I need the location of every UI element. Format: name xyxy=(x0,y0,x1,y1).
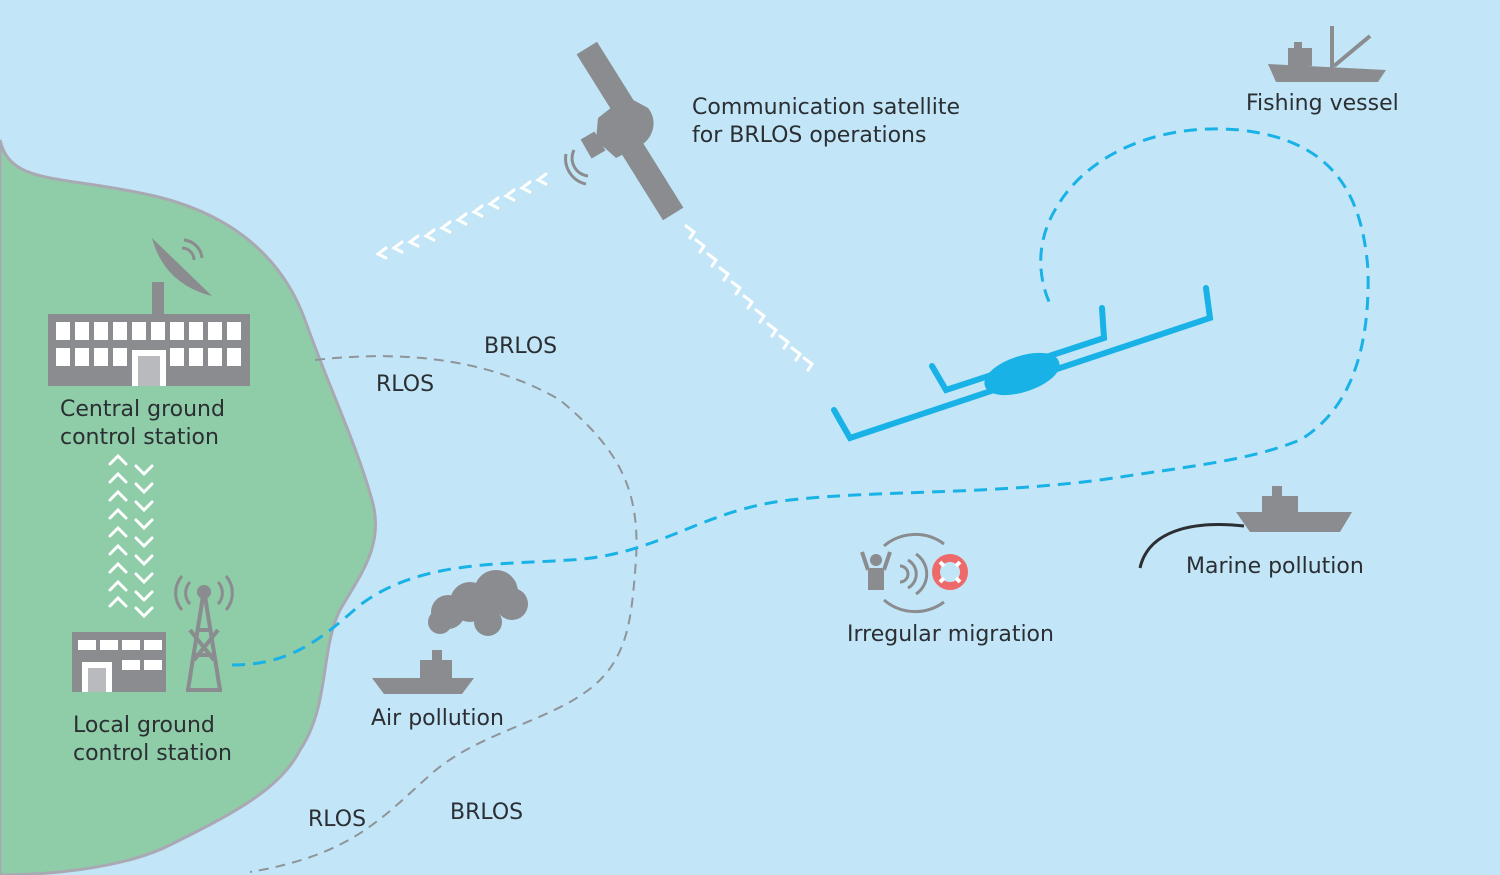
central-building-icon xyxy=(48,314,250,386)
drone-icon xyxy=(831,285,1214,442)
local-station-label-line1: Local ground xyxy=(73,713,215,738)
satellite-label-line1: Communication satellite xyxy=(692,95,960,120)
satellite-uplink-chevrons xyxy=(684,224,815,372)
ship-marine-pollution-icon xyxy=(1236,486,1352,532)
lifebuoy-icon xyxy=(932,554,968,590)
central-station-label-line1: Central ground xyxy=(60,397,225,422)
irregular-migration-label: Irregular migration xyxy=(847,622,1054,647)
rlos-label-bottom: RLOS xyxy=(308,807,366,832)
ship-air-pollution-icon xyxy=(372,650,474,694)
signal-waves-icon xyxy=(883,532,945,614)
satellite-icon xyxy=(564,41,684,221)
central-station-label-line2: control station xyxy=(60,425,219,450)
air-pollution-label: Air pollution xyxy=(371,706,504,731)
local-station-label-line2: control station xyxy=(73,741,232,766)
satellite-dish-icon xyxy=(152,238,212,316)
rlos-brlos-boundary xyxy=(249,355,638,873)
drone-flight-path xyxy=(231,127,1370,667)
brlos-label-bottom: BRLOS xyxy=(450,800,523,825)
person-waving-icon xyxy=(860,551,892,590)
station-downlink-chevrons xyxy=(134,464,154,619)
radio-tower-icon xyxy=(174,575,234,692)
cloud-icon xyxy=(428,570,528,636)
fishing-vessel-label: Fishing vessel xyxy=(1246,91,1399,116)
rlos-label-top: RLOS xyxy=(376,372,434,397)
brlos-label-top: BRLOS xyxy=(484,334,557,359)
local-building-icon xyxy=(72,632,166,692)
satellite-label-line2: for BRLOS operations xyxy=(692,123,926,148)
oil-slick-trail xyxy=(1138,523,1245,569)
marine-pollution-label: Marine pollution xyxy=(1186,554,1364,579)
station-uplink-chevrons xyxy=(108,453,128,608)
fishing-boat-icon xyxy=(1268,26,1386,82)
satellite-downlink-chevrons xyxy=(375,172,548,260)
